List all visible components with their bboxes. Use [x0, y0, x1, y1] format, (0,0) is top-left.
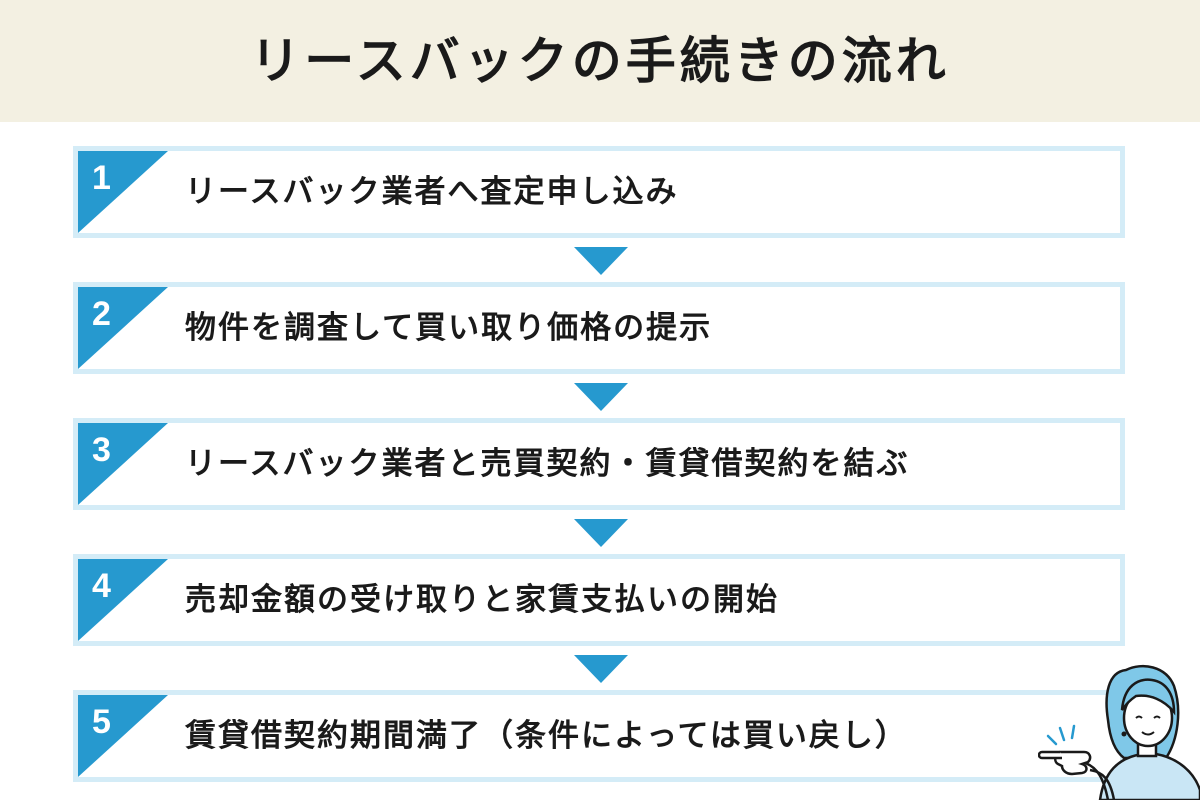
step-number: 1: [92, 159, 111, 197]
down-arrow-icon: [574, 519, 628, 547]
page-title: リースバックの手続きの流れ: [250, 32, 950, 90]
step-3: 3 リースバック業者と売買契約・賃貸借契約を結ぶ: [73, 418, 1125, 510]
step-2: 2 物件を調査して買い取り価格の提示: [73, 282, 1125, 374]
step-text: 売却金額の受け取りと家賃支払いの開始: [185, 582, 779, 618]
step-text: リースバック業者と売買契約・賃貸借契約を結ぶ: [185, 446, 910, 482]
down-arrow-icon: [574, 655, 628, 683]
step-1: 1 リースバック業者へ査定申し込み: [73, 146, 1125, 238]
step-number: 2: [92, 295, 111, 333]
pointing-woman-illustration: [1038, 665, 1200, 800]
step-5: 5 賃貸借契約期間満了（条件によっては買い戻し）: [73, 690, 1125, 782]
step-4: 4 売却金額の受け取りと家賃支払いの開始: [73, 554, 1125, 646]
step-number: 3: [92, 431, 111, 469]
step-text: 賃貸借契約期間満了（条件によっては買い戻し）: [185, 718, 908, 754]
down-arrow-icon: [574, 247, 628, 275]
header-banner: [0, 0, 1200, 122]
step-number: 4: [92, 567, 111, 605]
step-number: 5: [92, 703, 111, 741]
down-arrow-icon: [574, 383, 628, 411]
step-text: 物件を調査して買い取り価格の提示: [185, 310, 713, 346]
step-text: リースバック業者へ査定申し込み: [185, 174, 679, 210]
